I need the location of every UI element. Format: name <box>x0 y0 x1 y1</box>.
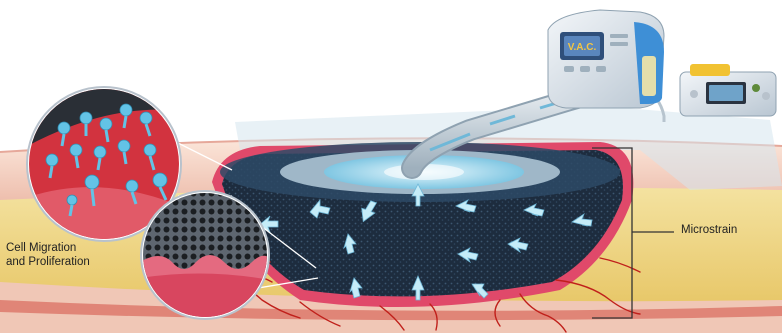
vac-button[interactable] <box>564 66 574 72</box>
portable-handle <box>690 64 730 76</box>
foam-magnified-view <box>140 190 270 320</box>
cell-migration-label: Cell Migration and Proliferation <box>6 241 146 269</box>
vac-therapy-unit: V.A.C. <box>548 10 664 108</box>
cell-migration-label-line1: Cell Migration <box>6 241 146 255</box>
portable-button[interactable] <box>752 84 760 92</box>
portable-vac-unit <box>680 64 776 116</box>
cell-migration-label-line2: and Proliferation <box>6 255 146 269</box>
portable-button[interactable] <box>762 92 770 100</box>
vac-brand-label: V.A.C. <box>568 42 597 53</box>
canister-fluid <box>642 56 656 96</box>
microstrain-label: Microstrain <box>681 223 737 237</box>
portable-button[interactable] <box>690 90 698 98</box>
vac-button[interactable] <box>596 66 606 72</box>
vac-button[interactable] <box>580 66 590 72</box>
